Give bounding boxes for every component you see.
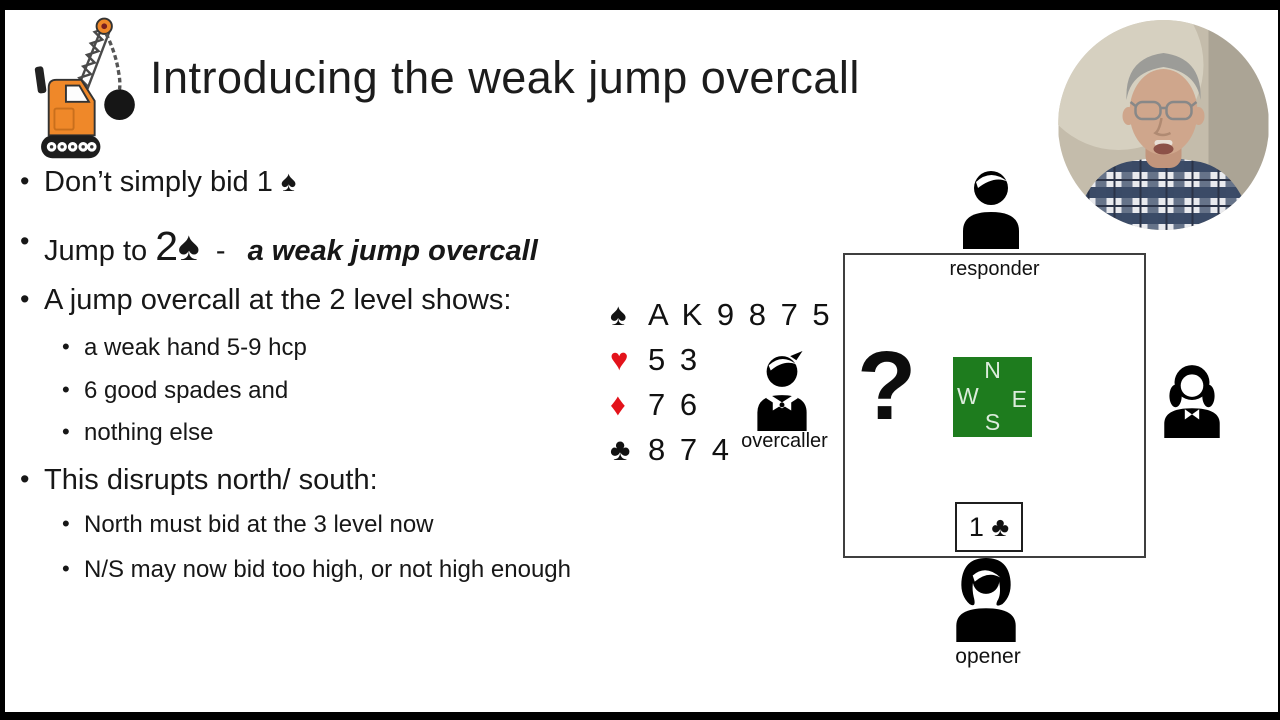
bullet-text: North must bid at the 3 level now xyxy=(84,511,434,538)
bullet-dont-bid: Don’t simply bid 1 ♠ xyxy=(20,166,296,199)
bullet-disrupts: This disrupts north/ south: xyxy=(20,464,378,497)
compass-east: E xyxy=(1011,386,1027,412)
card-hand: ♠ A K 9 8 7 5 ♥ 5 3 ♦ 7 6 ♣ 8 7 4 xyxy=(610,292,833,472)
diamond-cards: 7 6 xyxy=(648,386,701,422)
hand-row-diamonds: ♦ 7 6 xyxy=(610,382,833,427)
overcaller-label: overcaller xyxy=(741,430,828,452)
one-club-bid-card: 1 ♣ xyxy=(955,502,1023,552)
responder-person-icon xyxy=(963,171,1019,249)
sub-bullet-weak-hand: a weak hand 5-9 hcp xyxy=(62,334,307,362)
bullet-jump-overcall-shows: A jump overcall at the 2 level shows: xyxy=(20,284,511,317)
bridge-table-diagram: responder ? N W E S 1 ♣ xyxy=(843,253,1146,558)
compass-west: W xyxy=(957,383,979,409)
bullet-text: This disrupts north/ south: xyxy=(44,464,378,496)
dash: - xyxy=(215,235,226,267)
compass-north: N xyxy=(984,357,1001,383)
bid-2-spades: 2♠ xyxy=(155,223,200,269)
presenter-portrait xyxy=(1058,20,1269,230)
bid-text: 1 ♣ xyxy=(968,511,1010,542)
letterbox-bottom xyxy=(0,712,1280,720)
heart-cards: 5 3 xyxy=(648,341,701,377)
question-mark: ? xyxy=(857,331,917,440)
spade-suit-icon: ♠ xyxy=(610,296,627,332)
bullet-jump-to: Jump to 2♠ - a weak jump overcall xyxy=(20,226,538,268)
spade-cards: A K 9 8 7 5 xyxy=(648,296,833,332)
sub-bullet-north-3-level: North must bid at the 3 level now xyxy=(62,511,434,539)
club-suit-icon: ♣ xyxy=(610,431,631,467)
compass-south: S xyxy=(984,409,1001,435)
letterbox-top xyxy=(0,0,1280,10)
weak-jump-overcall-emphasis: a weak jump overcall xyxy=(247,235,538,267)
diamond-suit-icon: ♦ xyxy=(610,386,626,422)
bullet-text: Don’t simply bid 1 ♠ xyxy=(44,166,297,198)
east-person-icon xyxy=(1164,365,1220,438)
heart-suit-icon: ♥ xyxy=(610,341,629,377)
hand-row-spades: ♠ A K 9 8 7 5 xyxy=(610,292,833,337)
responder-label: responder xyxy=(949,258,1040,280)
opener-person-icon xyxy=(956,558,1016,642)
sub-bullet-ns-too-high: N/S may now bid too high, or not high en… xyxy=(62,553,589,588)
letterbox-right xyxy=(1278,0,1280,720)
bullet-text: nothing else xyxy=(84,419,214,446)
crane-wrecking-ball-icon xyxy=(34,17,135,159)
overcaller-person-icon xyxy=(757,351,807,431)
bullet-text: Jump to xyxy=(44,235,148,267)
page-title: Introducing the weak jump overcall xyxy=(150,52,860,103)
opener-label: opener xyxy=(955,645,1021,668)
bullet-text: 6 good spades and xyxy=(84,377,289,404)
compass-card: N W E S xyxy=(953,357,1032,437)
sub-bullet-good-spades: 6 good spades and xyxy=(62,377,288,405)
bullet-text: A jump overcall at the 2 level shows: xyxy=(44,284,512,316)
sub-bullet-nothing-else: nothing else xyxy=(62,419,213,447)
hand-row-clubs: ♣ 8 7 4 xyxy=(610,427,833,472)
bullet-text: N/S may now bid too high, or not high en… xyxy=(84,556,571,583)
letterbox-left xyxy=(0,0,5,720)
presenter-webcam-video xyxy=(1058,20,1269,230)
club-cards: 8 7 4 xyxy=(648,431,732,467)
hand-row-hearts: ♥ 5 3 xyxy=(610,337,833,382)
bullet-text: a weak hand 5-9 hcp xyxy=(84,334,307,361)
